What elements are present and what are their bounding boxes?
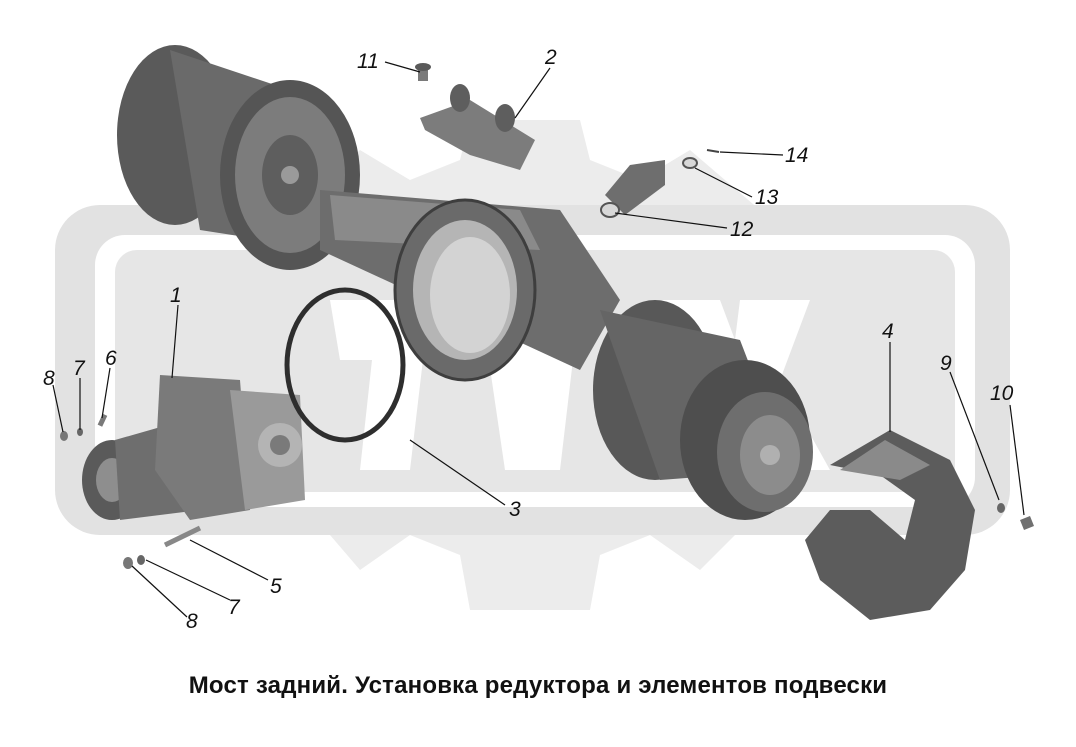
callout-7-upper: 7 <box>73 357 86 380</box>
callout-8-lower: 8 <box>186 610 198 633</box>
final-drive-reducer <box>82 375 305 520</box>
cotter-pin <box>706 149 720 153</box>
suspension-bracket <box>420 84 535 170</box>
callout-10: 10 <box>990 382 1014 405</box>
callout-2: 2 <box>544 46 557 69</box>
callout-3: 3 <box>509 498 521 521</box>
callout-1: 1 <box>170 284 182 307</box>
callout-7-lower: 7 <box>228 596 241 619</box>
callout-14: 14 <box>785 144 808 167</box>
callout-4: 4 <box>882 320 894 343</box>
small-hardware <box>60 413 1034 569</box>
callout-12: 12 <box>730 218 754 241</box>
suspension-lever <box>600 160 665 218</box>
callout-5: 5 <box>270 575 282 598</box>
brake-shield <box>805 430 975 620</box>
callout-13: 13 <box>755 186 779 209</box>
gasket <box>284 287 406 443</box>
callout-labels: 11 2 14 13 12 1 4 6 7 8 9 10 3 5 7 8 <box>43 46 1014 633</box>
callout-9: 9 <box>940 352 952 375</box>
figure-caption: Мост задний. Установка редуктора и элеме… <box>188 672 888 699</box>
bolt <box>415 63 431 81</box>
callout-11: 11 <box>357 50 379 73</box>
callout-6: 6 <box>105 347 117 370</box>
callout-8-upper: 8 <box>43 367 55 390</box>
leader-lines <box>52 61 1025 618</box>
axle-housing <box>117 45 813 520</box>
washer <box>682 157 698 169</box>
